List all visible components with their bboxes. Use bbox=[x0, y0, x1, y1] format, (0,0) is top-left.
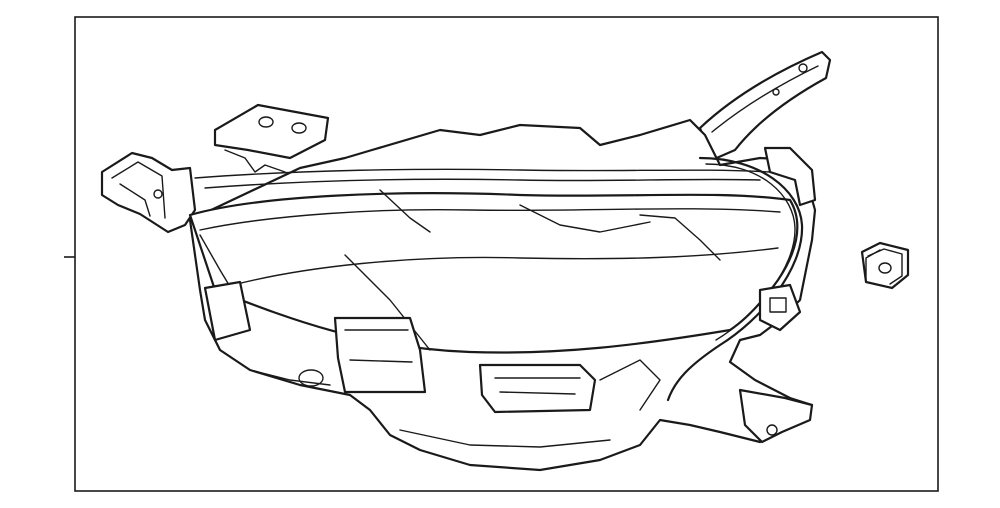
headlamp-assembly bbox=[100, 50, 832, 472]
wiring-harness bbox=[666, 156, 804, 402]
outer-lens bbox=[188, 192, 799, 354]
top-mounting-tab bbox=[213, 103, 330, 173]
upper-mounting-arm bbox=[698, 50, 832, 162]
lower-housing-details bbox=[203, 280, 661, 448]
lower-right-bracket bbox=[738, 388, 814, 444]
right-connector bbox=[758, 146, 817, 332]
top-light-strip bbox=[194, 168, 771, 261]
retaining-clip bbox=[860, 241, 910, 290]
